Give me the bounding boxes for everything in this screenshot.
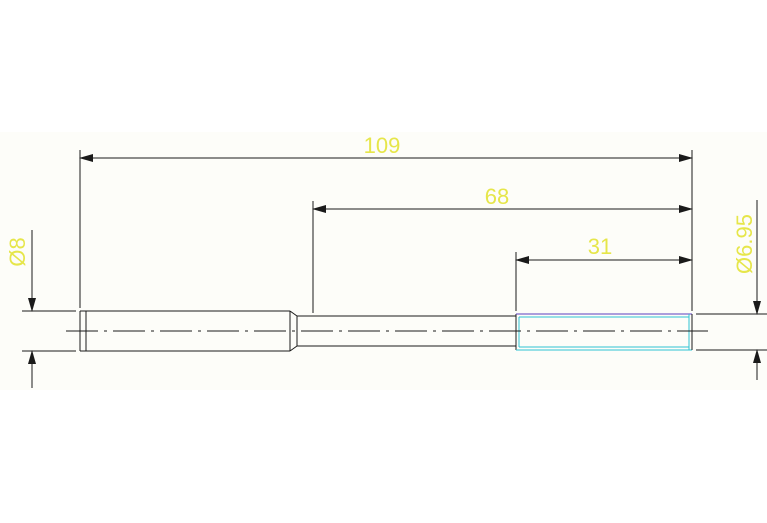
thread-section xyxy=(516,313,693,351)
extension-lines xyxy=(22,150,767,352)
dimension-lines xyxy=(28,154,761,388)
dim-text-overall: 109 xyxy=(364,133,401,158)
dim-text-right-diameter: Ø6.95 xyxy=(732,214,757,274)
taper-bottom xyxy=(289,345,298,352)
shaft-part xyxy=(79,310,517,352)
dim-text-middle: 68 xyxy=(485,184,509,209)
dim-text-thread: 31 xyxy=(588,234,612,259)
dim-text-left-diameter: Ø8 xyxy=(5,237,30,266)
taper-top xyxy=(289,310,298,317)
